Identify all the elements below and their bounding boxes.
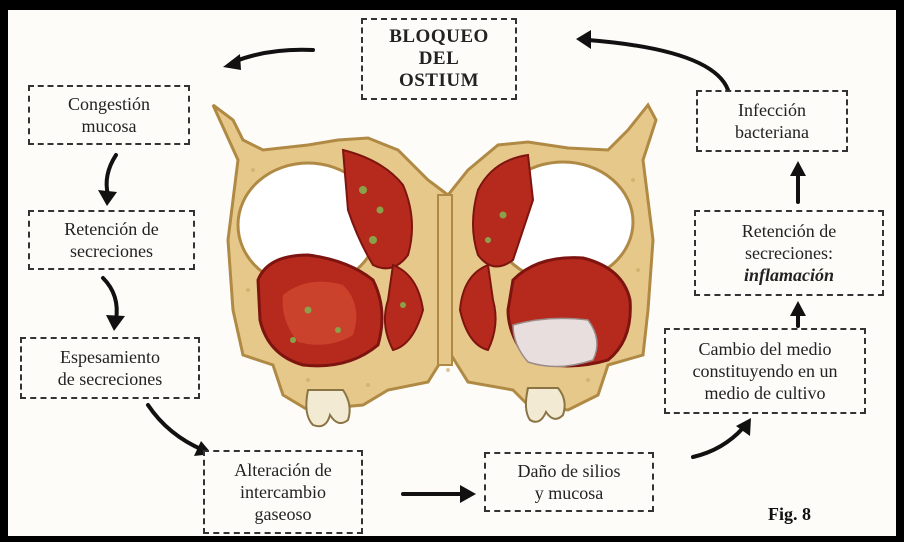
title-line-2: DEL [419, 48, 460, 70]
alteracion-line-1: Alteración de [234, 459, 331, 481]
espesamiento-line-1: Espesamiento [60, 346, 160, 368]
infeccion-line-1: Infección [738, 99, 806, 121]
right-maxillary-fluid [513, 318, 597, 366]
step-retencion-secreciones: Retención de secreciones [28, 210, 195, 270]
step-infeccion-bacteriana: Infección bacteriana [696, 90, 848, 152]
retencion-line-2: secreciones [70, 240, 153, 262]
step-congestion-mucosa: Congestión mucosa [28, 85, 190, 145]
arrowhead-congestion [223, 54, 241, 70]
arrowhead-dano [460, 485, 476, 503]
title-line-3: OSTIUM [399, 70, 479, 92]
step-dano-silios-mucosa: Daño de silios y mucosa [484, 452, 654, 512]
arrow-title-to-congestion [233, 50, 313, 62]
cambio-line-3: medio de cultivo [705, 382, 826, 404]
congestion-line-2: mucosa [82, 115, 137, 137]
arrowhead-title [576, 30, 591, 49]
title-box-bloqueo-ostium: BLOQUEO DEL OSTIUM [361, 18, 517, 100]
arrowhead-infeccion [790, 161, 806, 176]
step-alteracion-intercambio: Alteración de intercambio gaseoso [203, 450, 363, 534]
dano-line-1: Daño de silios [518, 460, 621, 482]
step-retencion-inflamacion: Retención de secreciones: inflamación [694, 210, 884, 296]
arrow-infeccion-to-title [588, 40, 728, 90]
diagram-canvas: BLOQUEO DEL OSTIUM Congestión mucosa Ret… [8, 10, 896, 536]
arrow-retencion-to-espesamiento [103, 278, 117, 320]
title-line-1: BLOQUEO [389, 26, 489, 48]
step-espesamiento-secreciones: Espesamiento de secreciones [20, 337, 200, 399]
retencion-inflamacion-line-1: Retención de [742, 220, 836, 242]
cambio-line-1: Cambio del medio [699, 338, 832, 360]
inflamacion-emphasis: inflamación [744, 264, 834, 286]
retencion-line-1: Retención de [64, 218, 158, 240]
arrowhead-retencion [98, 190, 117, 206]
left-maxillary-inner [283, 282, 357, 345]
arrow-congestion-to-retencion [107, 155, 116, 195]
arrow-dano-to-cambio [693, 428, 743, 457]
arrow-espesamiento-to-alteracion [148, 405, 203, 450]
alteracion-line-3: gaseoso [255, 503, 312, 525]
retencion-inflamacion-line-2: secreciones: [745, 242, 833, 264]
alteracion-line-2: intercambio [240, 481, 326, 503]
arrowhead-retencion-inflamacion [790, 301, 806, 316]
skull-cross-section [213, 105, 656, 426]
figure-label: Fig. 8 [768, 504, 811, 525]
right-molar [526, 388, 565, 422]
arrowhead-espesamiento [106, 315, 125, 331]
congestion-line-1: Congestión [68, 93, 150, 115]
cambio-line-2: constituyendo en un [693, 360, 838, 382]
dano-line-2: y mucosa [535, 482, 603, 504]
espesamiento-line-2: de secreciones [58, 368, 162, 390]
step-cambio-medio: Cambio del medio constituyendo en un med… [664, 328, 866, 414]
left-molar [306, 390, 349, 426]
nasal-septum [438, 195, 452, 365]
infeccion-line-2: bacteriana [735, 121, 809, 143]
